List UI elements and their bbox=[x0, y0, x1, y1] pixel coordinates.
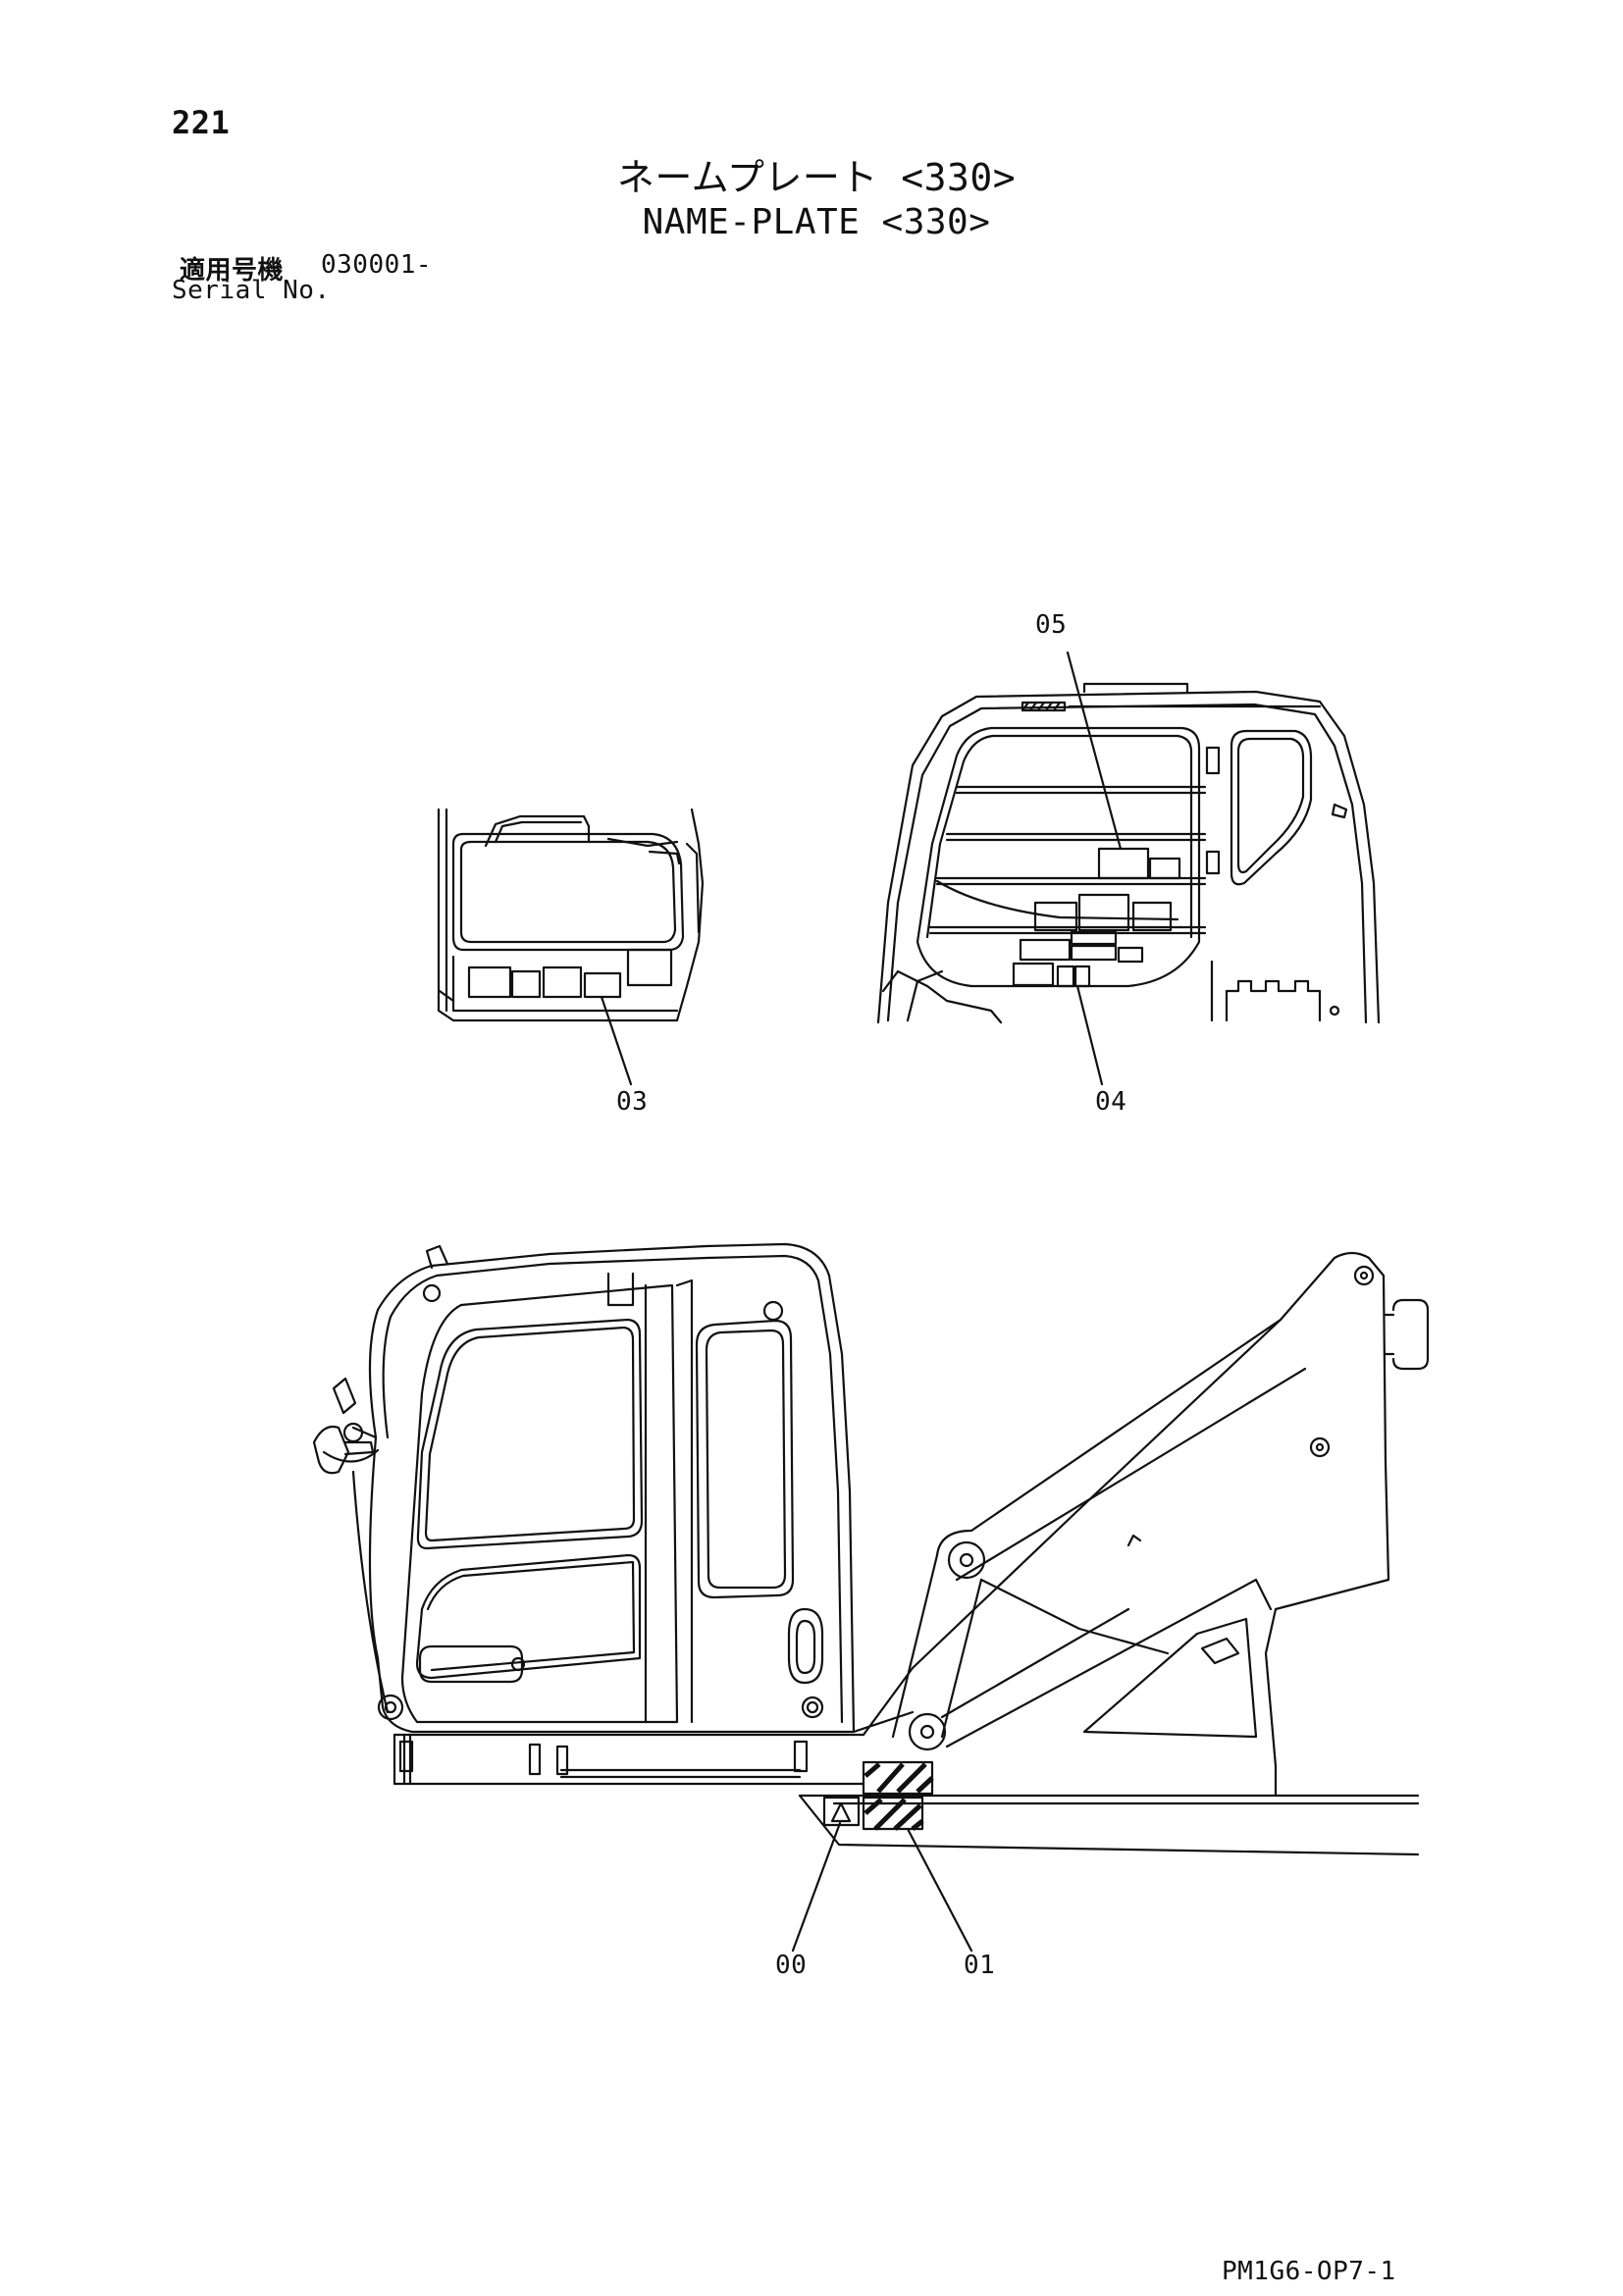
serial-label-jp: 適用号機 bbox=[180, 256, 285, 286]
serial-label-en: Serial No. bbox=[172, 276, 331, 305]
page-number: 221 bbox=[172, 104, 231, 141]
page-title-jp: ネームプレート <330> bbox=[616, 156, 1017, 199]
callout-01: 01 bbox=[964, 1951, 996, 1980]
machine-side-view bbox=[312, 1242, 1430, 1953]
callout-03: 03 bbox=[616, 1087, 649, 1117]
cab-side-detail bbox=[437, 808, 705, 1086]
serial-value: 030001- bbox=[321, 250, 433, 280]
callout-05: 05 bbox=[1035, 610, 1068, 640]
plate-01-hatching bbox=[864, 1762, 934, 1831]
page-title-en: NAME-PLATE <330> bbox=[642, 202, 991, 242]
cab-rear-detail bbox=[876, 651, 1381, 1086]
plate-00 bbox=[822, 1796, 861, 1827]
callout-04: 04 bbox=[1095, 1087, 1127, 1117]
document-code: PM1G6-OP7-1 bbox=[1222, 2257, 1396, 2286]
callout-00: 00 bbox=[775, 1951, 808, 1980]
plate-01-lower bbox=[862, 1796, 924, 1831]
